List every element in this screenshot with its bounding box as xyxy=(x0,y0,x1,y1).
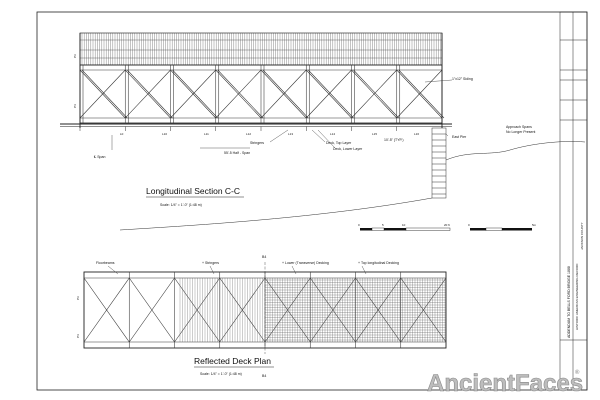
panel-mark: L11 xyxy=(204,132,209,136)
svg-text:10: 10 xyxy=(402,223,406,227)
panel-marks: L0 L10 L11 L12 L13 L14 L15 L16 xyxy=(120,132,419,136)
watermark-text: AncientFaces xyxy=(427,370,583,397)
label-center-span: ℄ Span xyxy=(93,155,105,159)
truss-elevation xyxy=(60,32,452,131)
panel-mark: L14 xyxy=(330,132,335,136)
label-stringers: Stringers xyxy=(250,141,264,145)
label-plan-stringers: + Stringers xyxy=(202,261,219,265)
sheet-border xyxy=(36,11,588,391)
title-sub: HISTORIC AMERICAN ENGINEERING RECORD xyxy=(575,263,579,330)
panel-mark: L0 xyxy=(120,132,124,136)
section-mark-bottom: B4 xyxy=(262,374,266,378)
title-block xyxy=(559,11,588,391)
label-top-decking: + Top longitudinal Decking xyxy=(358,261,399,265)
section-title: Longitudinal Section C-C xyxy=(146,186,240,196)
label-approach-spans: Approach Spans xyxy=(506,125,532,129)
svg-text:20 ft: 20 ft xyxy=(444,223,450,227)
deck-plan xyxy=(83,271,447,349)
title-main: ADDENDUM TO BELLS FORD BRIDGE 1888 xyxy=(567,266,571,338)
label-lower-decking: + Lower (Transverse) Decking xyxy=(282,261,329,265)
watermark: AncientFaces ® xyxy=(427,369,584,397)
watermark-registered: ® xyxy=(575,369,580,376)
side-mark-p3-top: P3 xyxy=(73,54,77,58)
label-panel-typ: 10'-5" (TYP.) xyxy=(384,138,404,142)
svg-text:0: 0 xyxy=(358,223,360,227)
scale-bar-feet: 0 5 10 20 ft xyxy=(358,223,451,231)
panel-mark: L12 xyxy=(246,132,251,136)
side-mark-p4-plan: P4 xyxy=(76,334,80,338)
section-mark-top: B4 xyxy=(262,255,266,259)
side-mark-p3-plan: P3 xyxy=(76,296,80,300)
side-mark-p4-top: P4 xyxy=(73,104,77,108)
svg-text:0: 0 xyxy=(468,223,470,227)
panel-mark: L10 xyxy=(162,132,167,136)
title-small: JACKSON COUNTY xyxy=(580,222,584,250)
label-floorbeams: Floorbeams xyxy=(96,261,115,265)
panel-mark: L13 xyxy=(288,132,293,136)
label-east-pier: East Pier xyxy=(452,135,467,139)
label-no-longer-present: No Longer Present xyxy=(506,130,535,134)
svg-text:5m: 5m xyxy=(532,223,537,227)
plan-title: Reflected Deck Plan xyxy=(194,356,271,366)
east-pier xyxy=(119,127,586,231)
label-deck-lower: Deck, Lower Layer xyxy=(333,147,363,151)
label-deck-top: Deck, Top Layer xyxy=(326,141,352,145)
plan-scale: Scale: 1/4" = 1'-0" (1:48 m) xyxy=(200,372,242,376)
panel-mark: L15 xyxy=(372,132,377,136)
label-half-span: 55'-5 Half - Span xyxy=(224,151,250,155)
svg-text:5: 5 xyxy=(382,223,384,227)
section-scale: Scale: 1/4" = 1'-0" (1:48 m) xyxy=(160,203,202,207)
scale-bar-meters: 0 5m xyxy=(468,223,537,231)
panel-mark: L16 xyxy=(414,132,419,136)
label-siding: 1"x12" Siding xyxy=(452,77,473,81)
